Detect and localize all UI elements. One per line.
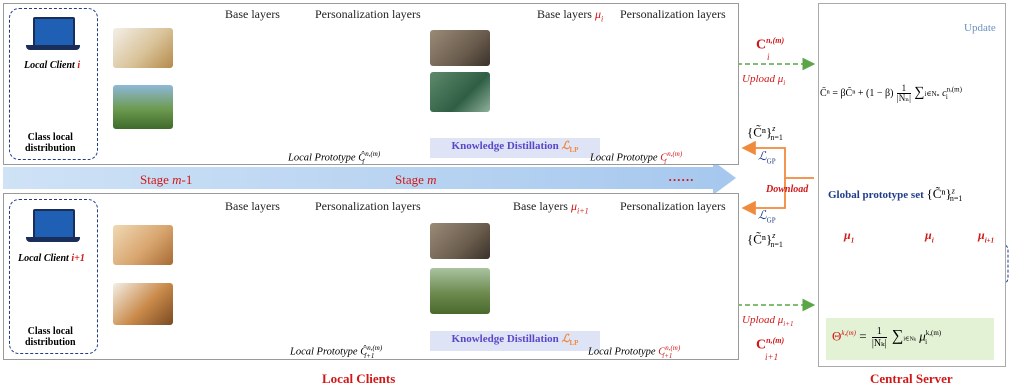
central-server-title: Central Server	[870, 371, 953, 386]
local-clients-title: Local Clients	[322, 371, 396, 386]
bird-photo	[430, 72, 490, 112]
global-set-top: {C̃ⁿ}zn=1	[747, 124, 783, 142]
top-personalization-layers-label: Personalization layers	[315, 7, 421, 21]
cat-photo	[430, 30, 490, 66]
bottom-knowledge-distillation-label: Knowledge Distillation ℒLP	[430, 331, 600, 352]
bottom-personalization-layers-label-2: Personalization layers	[620, 199, 726, 213]
top-client-panel	[3, 3, 739, 165]
lgp-bottom: ℒGP	[758, 208, 776, 225]
lgp-top: ℒGP	[758, 149, 776, 166]
mui1-label: μi+1	[978, 228, 995, 245]
top-local-prototype-right: Local Prototype Cn,(m)i	[590, 150, 683, 166]
stage-bar-arrow	[3, 161, 736, 195]
laptop-base-icon	[26, 237, 80, 242]
bottom-base-layers-mu-label: Base layers μi+1	[513, 199, 589, 216]
bottom-client-box	[9, 199, 98, 354]
horse-photo	[430, 268, 490, 314]
upload-c-bottom: Cn,(m)	[756, 336, 785, 353]
server-formula: C̃ⁿ = βC̃ⁿ + (1 − β) 1 |Nₙ| ∑i∈Nₙ cn,(m)…	[820, 83, 962, 103]
mu1-label: μ1	[844, 228, 855, 245]
download-label: Download	[766, 184, 809, 195]
theta-box	[826, 318, 994, 360]
upload-mu-bottom: Upload μi+1	[742, 314, 794, 329]
top-base-layers-label: Base layers	[225, 7, 280, 21]
top-base-layers-mu-label: Base layers μi	[537, 7, 604, 24]
upload-mu-top: Upload μi	[742, 73, 786, 88]
cat-photo	[113, 225, 173, 265]
bottom-base-layers-label: Base layers	[225, 199, 280, 213]
top-local-prototype-left: Local Prototype Ĉn,(m)i	[288, 150, 381, 166]
bottom-local-prototype-right: Local Prototype Cn,(m)i+1	[588, 344, 681, 360]
dog-photo	[113, 283, 173, 325]
update-label: Update	[964, 22, 996, 34]
upload-c-top-sub: i	[767, 52, 770, 62]
mui-label: μi	[925, 228, 934, 245]
horse-photo	[113, 85, 173, 129]
bottom-local-prototype-left: Local Prototype Ĉn,(m)i+1	[290, 344, 383, 360]
stage-dots: ······	[668, 172, 695, 187]
bottom-client-panel	[3, 193, 739, 360]
bottom-personalization-layers-label: Personalization layers	[315, 199, 421, 213]
upload-c-bottom-sub: i+1	[765, 352, 779, 362]
top-client-label: Local Client i	[24, 60, 81, 71]
theta-formula: Θk,(m) = 1 |Nₖ| ∑i∈Nₖ μk,(m)i	[832, 326, 942, 349]
bottom-client-label: Local Client i+1	[18, 253, 85, 264]
global-prototype-set-label: Global prototype set {C̃ⁿ}zn=1	[828, 186, 963, 204]
top-personalization-layers-label-2: Personalization layers	[620, 7, 726, 21]
cat-photo	[430, 223, 490, 259]
upload-c-top: Cn,(m)	[756, 36, 785, 53]
download-arrow-top	[741, 140, 814, 179]
global-set-bottom: {C̃ⁿ}zn=1	[747, 231, 783, 249]
stage-current-label: Stage m	[395, 172, 437, 187]
stage-prev-label: Stage m-1	[140, 172, 193, 187]
top-knowledge-distillation-label: Knowledge Distillation ℒLP	[430, 138, 600, 159]
dog-photo	[113, 28, 173, 68]
server-panel	[818, 3, 1006, 367]
laptop-icon	[33, 17, 75, 47]
laptop-base-icon	[26, 45, 80, 50]
download-arrow-bottom	[741, 178, 786, 216]
laptop-icon	[33, 209, 75, 239]
